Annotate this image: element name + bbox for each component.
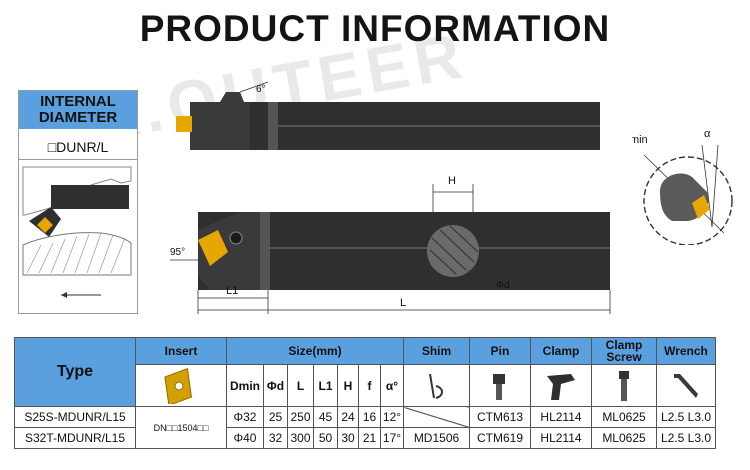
header-shim: Shim — [403, 337, 470, 365]
row1-clamp: HL2114 — [530, 406, 592, 428]
row2-shim: MD1506 — [403, 427, 470, 449]
dim-f: f — [358, 364, 381, 407]
panel-heading-line2: DIAMETER — [38, 109, 118, 126]
dim-l: L — [287, 364, 314, 407]
dim-alpha: α° — [380, 364, 404, 407]
row2-d: 32 — [263, 427, 288, 449]
row1-shim — [403, 406, 470, 428]
row1-dmin: Φ32 — [226, 406, 264, 428]
insert-code: DN□□1504□□ — [135, 406, 227, 449]
angle-side-label: 95° — [170, 247, 185, 258]
phid-label: Φd — [496, 280, 510, 291]
panel-heading: INTERNAL DIAMETER — [19, 91, 137, 129]
h-label: H — [448, 175, 456, 187]
row1-screw: ML0625 — [591, 406, 657, 428]
header-insert: Insert — [135, 337, 227, 365]
section-view: Dmin α — [632, 115, 744, 245]
row1-l1: 45 — [313, 406, 338, 428]
header-size: Size(mm) — [226, 337, 404, 365]
row1-h: 24 — [337, 406, 359, 428]
row2-screw: ML0625 — [591, 427, 657, 449]
dim-l1: L1 — [313, 364, 338, 407]
insert-image — [135, 364, 227, 407]
row2-l: 300 — [287, 427, 314, 449]
dim-d: Φd — [263, 364, 288, 407]
dim-h: H — [337, 364, 359, 407]
l-label: L — [400, 297, 406, 309]
row1-l: 250 — [287, 406, 314, 428]
row2-dmin: Φ40 — [226, 427, 264, 449]
angle-top-label: 6° — [256, 84, 266, 95]
row2-l1: 50 — [313, 427, 338, 449]
tool-code: □DUNR/L — [19, 135, 137, 160]
row2-type: S32T-MDUNR/L15 — [14, 427, 136, 449]
panel-heading-line1: INTERNAL — [40, 93, 116, 110]
header-type: Type — [14, 337, 136, 407]
row1-type: S25S-MDUNR/L15 — [14, 406, 136, 428]
clamp-screw-image — [591, 364, 657, 407]
row1-f: 16 — [358, 406, 381, 428]
row1-alpha: 12° — [380, 406, 404, 428]
row2-pin: CTM619 — [469, 427, 531, 449]
l1-label: L1 — [226, 285, 238, 297]
wrench-image — [656, 364, 716, 407]
shim-image — [403, 364, 470, 407]
dim-dmin: Dmin — [226, 364, 264, 407]
internal-diameter-panel: INTERNAL DIAMETER □DUNR/L — [18, 90, 138, 314]
row2-h: 30 — [337, 427, 359, 449]
spec-table: Type Insert Size(mm) Shim Pin Clamp Clam… — [14, 337, 716, 449]
page-title: PRODUCT INFORMATION — [139, 8, 611, 49]
header-clamp-screw-line1: Clamp — [605, 338, 643, 352]
pin-image — [469, 364, 531, 407]
row1-d: 25 — [263, 406, 288, 428]
boring-illustration — [21, 165, 133, 305]
clamp-image — [530, 364, 592, 407]
row1-wrench: L2.5 L3.0 — [656, 406, 716, 428]
row2-wrench: L2.5 L3.0 — [656, 427, 716, 449]
row2-alpha: 17° — [380, 427, 404, 449]
header-clamp-screw-line2: Screw — [606, 350, 642, 364]
header-pin: Pin — [469, 337, 531, 365]
row1-pin: CTM613 — [469, 406, 531, 428]
dmin-label: Dmin — [632, 134, 648, 146]
row2-clamp: HL2114 — [530, 427, 592, 449]
row2-f: 21 — [358, 427, 381, 449]
tool-drawing: 6° H Φd 95° L1 L — [150, 80, 620, 320]
header-clamp: Clamp — [530, 337, 592, 365]
alpha-label: α — [704, 128, 711, 140]
header-wrench: Wrench — [656, 337, 716, 365]
